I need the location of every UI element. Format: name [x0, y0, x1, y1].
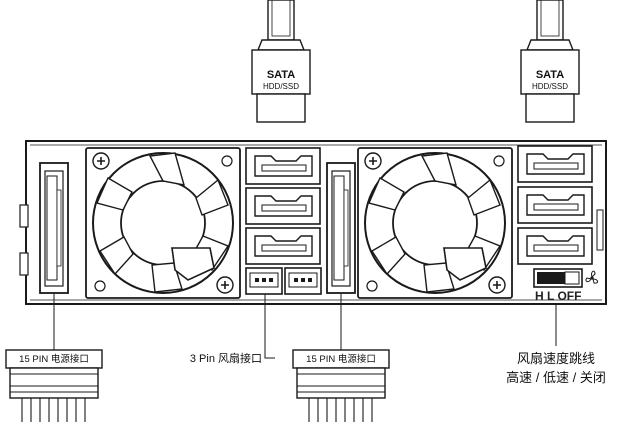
sata-port	[245, 187, 321, 225]
fan-left	[85, 147, 241, 299]
cable-wires	[21, 398, 86, 422]
switch-positions-label: H L OFF	[535, 289, 581, 303]
power-plug-right: 15 PIN 电源接口	[292, 349, 390, 422]
cable-wires	[308, 398, 373, 422]
screw-icon	[488, 276, 506, 294]
sata-sublabel-right: HDD/SSD	[532, 82, 568, 91]
fan-header-label: 3 Pin 风扇接口	[190, 351, 262, 365]
sata-cable-right: SATA HDD/SSD	[520, 0, 580, 123]
sata-port	[517, 145, 593, 183]
sata-port	[517, 186, 593, 224]
sata-label-left: SATA	[267, 69, 295, 81]
sata-port	[245, 227, 321, 265]
sata-port	[517, 227, 593, 265]
power-socket-right	[326, 162, 356, 294]
fan-switch-callout-title: 风扇速度跳线	[517, 351, 595, 366]
power-socket-left	[39, 162, 69, 294]
leader-lines	[53, 293, 557, 359]
sata-port	[245, 147, 321, 185]
power-label-left: 15 PIN 电源接口	[19, 353, 89, 365]
sata-ports-middle	[245, 147, 321, 265]
fan-speed-switch: H L OFF	[533, 268, 599, 303]
screw-icon	[92, 152, 110, 170]
screw-icon	[364, 152, 382, 170]
sata-sublabel-left: HDD/SSD	[263, 82, 299, 91]
fan-right	[357, 147, 513, 299]
fan-headers	[245, 267, 322, 295]
fan-icon	[585, 270, 599, 284]
sata-cable-left: SATA HDD/SSD	[251, 0, 311, 123]
screw-icon	[216, 276, 234, 294]
power-label-right: 15 PIN 电源接口	[306, 353, 376, 365]
fan-switch-callout-options: 高速 / 低速 / 关闭	[506, 370, 606, 385]
power-plug-left: 15 PIN 电源接口	[5, 349, 103, 422]
sata-label-right: SATA	[536, 69, 564, 81]
sata-ports-right	[517, 145, 593, 265]
